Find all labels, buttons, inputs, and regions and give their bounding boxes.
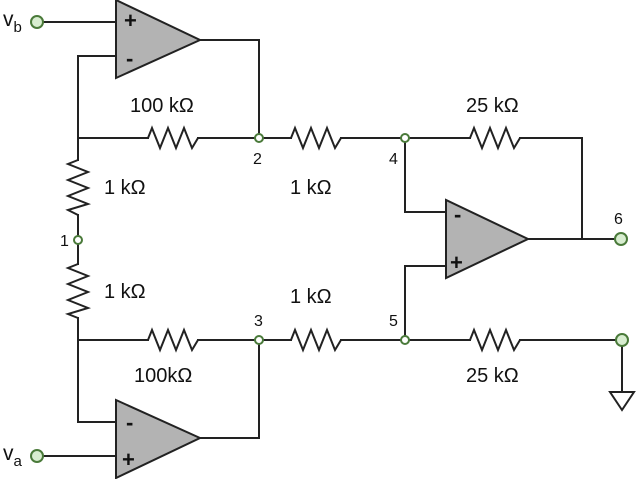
resistor-top-input [290, 125, 342, 151]
resistor-bottom-feedback [147, 327, 199, 353]
node-3-label: 3 [254, 313, 263, 330]
node-labels: 1 2 3 4 5 6 [60, 151, 623, 330]
node-4-dot [400, 133, 410, 143]
label-upper-gain: 1 kΩ [104, 177, 146, 199]
op-amp-top: + - [115, 0, 203, 80]
op-amp-diff-minus: - [454, 202, 461, 227]
node-2-dot [254, 133, 264, 143]
terminal-ground [615, 333, 629, 347]
label-bottom-input: 1 kΩ [290, 286, 332, 308]
label-diff-feedback: 25 kΩ [466, 95, 519, 117]
resistor-ground [469, 327, 521, 353]
ground-symbol [608, 391, 636, 412]
op-amp-bottom-plus: + [122, 447, 135, 472]
op-amp-top-minus: - [126, 46, 133, 71]
terminal-output [614, 232, 628, 246]
label-lower-gain: 1 kΩ [104, 281, 146, 303]
op-amp-difference: - + [445, 198, 531, 280]
node-4-label: 4 [389, 151, 398, 168]
op-amp-top-plus: + [124, 8, 137, 33]
node-6-label: 6 [614, 211, 623, 228]
op-amp-bottom-minus: - [126, 410, 133, 435]
op-amp-bottom: - + [115, 398, 203, 479]
node-3-dot [254, 335, 264, 345]
label-va: va [3, 442, 23, 470]
wires [43, 21, 623, 457]
resistor-upper-gain [65, 159, 92, 216]
label-ground-resistor: 25 kΩ [466, 365, 519, 387]
terminal-va [30, 449, 44, 463]
resistors [64, 125, 521, 353]
label-bottom-feedback: 100kΩ [134, 365, 192, 387]
node-1-label: 1 [60, 233, 69, 250]
resistor-top-feedback [147, 125, 199, 151]
resistor-labels: 100 kΩ 1 kΩ 1 kΩ 25 kΩ 1 kΩ 1 kΩ 100kΩ 2… [104, 95, 519, 387]
resistor-diff-feedback [469, 125, 521, 151]
resistor-lower-gain [64, 263, 92, 319]
label-vb: vb [3, 8, 22, 36]
node-2-label: 2 [253, 151, 262, 168]
node-5-label: 5 [389, 313, 398, 330]
resistor-bottom-input [290, 327, 342, 353]
node-1-dot [73, 235, 83, 245]
label-top-input: 1 kΩ [290, 177, 332, 199]
terminal-vb [30, 15, 44, 29]
node-5-dot [400, 335, 410, 345]
label-top-feedback: 100 kΩ [130, 95, 194, 117]
op-amp-diff-plus: + [450, 250, 463, 275]
input-labels: vb va [3, 8, 23, 470]
